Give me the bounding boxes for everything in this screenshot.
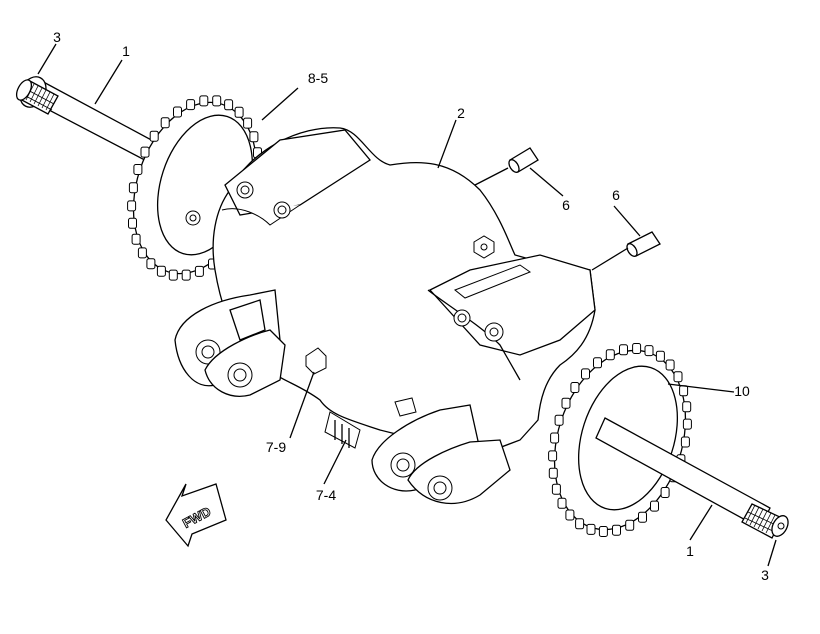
- callout-plug: 7-9: [266, 439, 286, 455]
- gear-tooth: [199, 95, 209, 107]
- gear-tooth: [557, 497, 567, 509]
- gear-tooth: [243, 117, 253, 129]
- gear-tooth: [612, 524, 621, 536]
- gear-tooth: [581, 368, 590, 380]
- gear-tooth: [156, 265, 166, 277]
- gear-tooth: [638, 511, 647, 523]
- gear-tooth: [679, 385, 689, 397]
- gear-tooth: [561, 397, 571, 409]
- dowel-pin-right: [626, 231, 661, 257]
- gear-tooth: [680, 436, 690, 448]
- gear-tooth: [186, 99, 196, 111]
- gear-tooth: [551, 483, 561, 495]
- callout-shaft-right: 1: [686, 543, 694, 559]
- right-spline-end: [741, 503, 789, 539]
- gear-tooth: [570, 382, 580, 393]
- gear-tooth: [140, 146, 150, 158]
- gear-tooth: [548, 467, 558, 479]
- gear-tooth: [682, 418, 692, 430]
- gear-tooth: [133, 164, 143, 175]
- gear-tooth: [593, 357, 602, 369]
- gear-tooth: [168, 269, 178, 281]
- right-pivot-bracket: [324, 397, 511, 505]
- gear-tooth: [149, 130, 159, 142]
- gear-tooth: [127, 200, 137, 212]
- callout-dowel-upper: 6: [562, 197, 570, 213]
- gear-tooth: [605, 349, 615, 361]
- callout-ring-gear-right: 10: [734, 383, 750, 399]
- gear-tooth: [619, 344, 628, 356]
- gear-tooth: [146, 258, 156, 270]
- gear-tooth: [137, 247, 147, 259]
- callout-ring-gear-left: 8-5: [308, 70, 328, 86]
- gear-tooth: [173, 106, 182, 118]
- gear-tooth: [625, 519, 635, 531]
- gear-tooth: [548, 450, 558, 462]
- gear-tooth: [575, 518, 585, 530]
- gear-tooth: [194, 265, 204, 277]
- callout-shaft-left: 1: [122, 43, 130, 59]
- gear-tooth: [550, 432, 560, 444]
- gear-tooth: [249, 131, 259, 143]
- callout-housing: 2: [457, 105, 465, 121]
- forward-arrow-icon: FWD: [165, 483, 227, 548]
- callout-labels: 3 1 8-5 2 6 6 10 7-9 7-4 1 3: [53, 29, 769, 583]
- gear-tooth: [554, 414, 564, 426]
- callout-fitting: 7-4: [316, 487, 336, 503]
- gear-tooth: [644, 345, 654, 357]
- gear-tooth: [160, 117, 170, 129]
- leader-lines: [37, 43, 777, 567]
- gear-tooth: [224, 99, 234, 111]
- gear-tooth: [598, 526, 608, 537]
- left-pivot-bracket: [174, 289, 286, 397]
- axle-housing: [185, 127, 596, 458]
- dowel-pin-upper: [508, 147, 539, 173]
- gear-tooth: [131, 233, 141, 245]
- callout-spline-right: 3: [761, 567, 769, 583]
- gear-tooth: [632, 343, 642, 354]
- gear-tooth: [181, 269, 191, 281]
- gear-tooth: [655, 350, 665, 362]
- gear-tooth: [128, 182, 138, 194]
- gear-tooth: [586, 523, 596, 535]
- callout-spline-left: 3: [53, 29, 61, 45]
- gear-tooth: [660, 487, 670, 498]
- gear-tooth: [234, 106, 244, 118]
- gear-tooth: [673, 371, 683, 383]
- gear-tooth: [665, 359, 675, 371]
- gear-tooth: [212, 95, 222, 107]
- gear-tooth: [650, 500, 659, 512]
- gear-tooth: [565, 509, 575, 521]
- gear-tooth: [128, 217, 137, 229]
- callout-dowel-right: 6: [612, 187, 620, 203]
- gear-tooth: [682, 401, 692, 413]
- left-spline-end: [15, 79, 59, 115]
